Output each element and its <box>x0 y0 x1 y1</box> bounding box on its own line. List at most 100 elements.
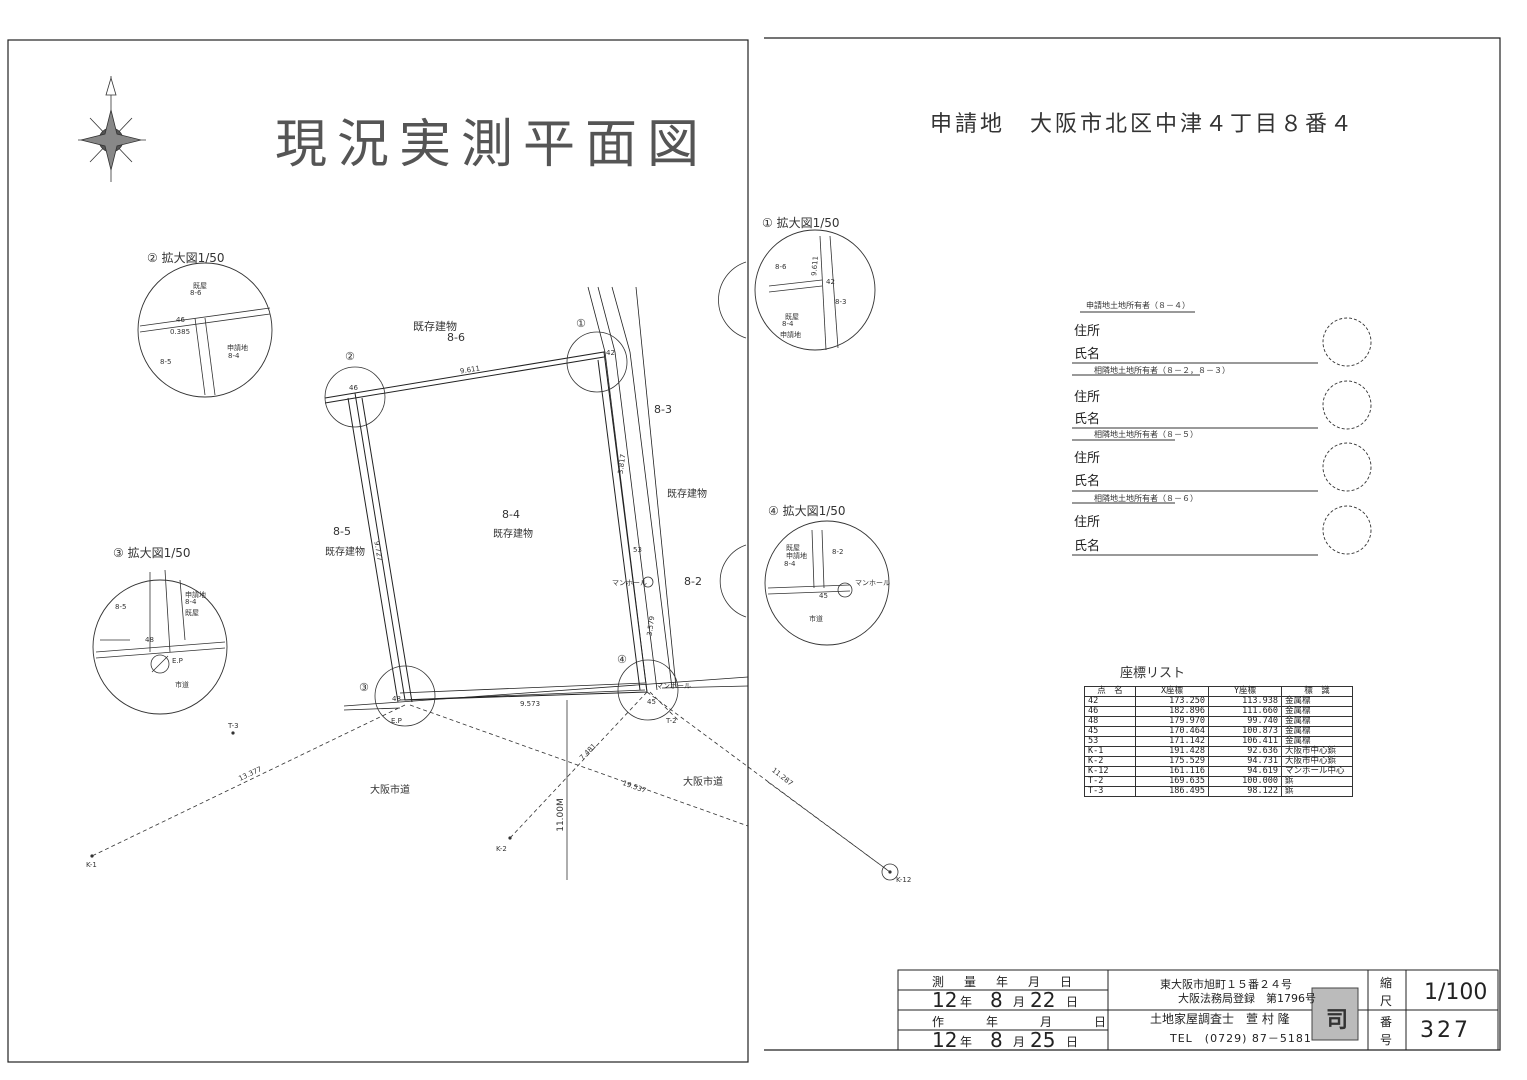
point-45: 45 <box>647 698 656 706</box>
cell-marker: 大阪市中心鋲 <box>1281 746 1353 757</box>
owner-address-label: 住所 <box>1074 515 1101 530</box>
cell-y: 100.873 <box>1208 726 1282 737</box>
zoom-3-text: 48 <box>145 636 154 644</box>
cell-marker: 金属標 <box>1281 706 1353 717</box>
coord-header: 標 識 <box>1281 686 1353 697</box>
cell-x: 175.529 <box>1135 756 1209 767</box>
label-road-right: 大阪市道 <box>683 777 723 788</box>
point-ep: E.P <box>391 717 402 725</box>
made-year: 12 <box>932 1028 958 1052</box>
adjacent-boundaries <box>343 286 749 711</box>
cell-point: 48 <box>1084 716 1136 727</box>
zoom-4-text: 申請地 <box>786 552 807 560</box>
coord-list-title: 座標リスト <box>1120 666 1186 681</box>
point-46: 46 <box>349 384 358 392</box>
owner-name-label: 氏名 <box>1074 412 1101 427</box>
point-t3: T-3 <box>228 722 239 730</box>
corner-number-4: ④ <box>617 653 627 666</box>
zoom-circles <box>92 229 890 715</box>
corner-number-1: ① <box>576 317 586 330</box>
zoom-2-text: 8-4 <box>228 352 240 360</box>
point-42: 42 <box>606 349 615 357</box>
survey-month-unit: 月 <box>1013 995 1026 1009</box>
made-year-unit: 年 <box>960 1035 973 1049</box>
label-8-3: 8-3 <box>654 403 672 416</box>
zoom-2-text: 既屋 <box>193 282 207 290</box>
owner-address-label: 住所 <box>1074 451 1101 466</box>
cell-point: K-2 <box>1084 756 1136 767</box>
point-k12: K-12 <box>896 876 912 884</box>
owner-header-applicant: 申請地土地所有者（８－４） <box>1086 301 1190 310</box>
number-label-1: 番 <box>1380 1015 1393 1029</box>
zoom-2-text: 8-6 <box>190 289 202 297</box>
zoom-1-text: 申請地 <box>780 331 801 339</box>
zoom-2-text: 申請地 <box>227 344 248 352</box>
zoom-4-text: 8-4 <box>784 560 796 568</box>
cell-marker: 金属標 <box>1281 726 1353 737</box>
number-label-2: 号 <box>1380 1033 1393 1047</box>
owner-address-label: 住所 <box>1074 324 1101 339</box>
cell-point: 53 <box>1084 736 1136 747</box>
title-block-grid <box>897 969 1499 1051</box>
cell-marker: 鋲 <box>1281 786 1353 797</box>
corner-number-3: ③ <box>359 681 369 694</box>
zoom-2-text: 46 <box>176 316 185 324</box>
point-k1: K-1 <box>86 861 97 869</box>
surveyor-address: 東大阪市旭町１５番２４号 <box>1160 978 1292 991</box>
zoom-3-label: ③ 拡大図1/50 <box>113 546 191 560</box>
owner-header-85: 相隣地土地所有者（８－５） <box>1094 430 1198 439</box>
zoom-3-text: E.P <box>172 657 183 665</box>
cell-x: 171.142 <box>1135 736 1209 747</box>
cell-x: 179.970 <box>1135 716 1209 727</box>
cell-y: 94.619 <box>1208 766 1282 777</box>
survey-date-label: 測 量 年 月 日 <box>932 975 1077 989</box>
cell-x: 186.495 <box>1135 786 1209 797</box>
cell-point: K-1 <box>1084 746 1136 757</box>
distance-vertical: 11.00M <box>555 798 566 832</box>
cell-marker: 金属標 <box>1281 696 1353 707</box>
coord-header-row: 点 名 X座標 Y座標 標 識 <box>1084 686 1353 697</box>
cell-y: 92.636 <box>1208 746 1282 757</box>
label-8-6: 8-6 <box>447 331 465 344</box>
cell-point: K-12 <box>1084 766 1136 777</box>
zoom-1-text: 既屋 <box>785 313 799 321</box>
survey-day: 22 <box>1030 988 1056 1012</box>
owner-address-label: 住所 <box>1074 390 1101 405</box>
zoom-3-text: 8-4 <box>185 598 197 606</box>
survey-month: 8 <box>990 988 1003 1012</box>
cell-x: 161.116 <box>1135 766 1209 777</box>
cell-point: 46 <box>1084 706 1136 717</box>
cell-point: 42 <box>1084 696 1136 707</box>
cell-x: 182.896 <box>1135 706 1209 717</box>
zoom-1-label: ① 拡大図1/50 <box>762 216 840 230</box>
scale-label-2: 尺 <box>1380 994 1393 1008</box>
cell-marker: 金属標 <box>1281 736 1353 747</box>
cell-y: 106.411 <box>1208 736 1282 747</box>
label-road-left: 大阪市道 <box>370 785 410 796</box>
point-t2: T-2 <box>666 717 677 725</box>
partial-arcs <box>718 261 747 618</box>
coord-header: 点 名 <box>1084 686 1136 697</box>
cell-y: 99.740 <box>1208 716 1282 727</box>
made-month-unit: 月 <box>1013 1035 1026 1049</box>
scale-value: 1/100 <box>1424 980 1488 1005</box>
zoom-details <box>95 235 853 674</box>
label-8-4: 8-4 <box>502 508 520 521</box>
distance-bottom: 9.573 <box>520 700 541 708</box>
point-53: 53 <box>633 546 642 554</box>
label-existing-86: 既存建物 <box>413 320 457 333</box>
cell-point: 45 <box>1084 726 1136 737</box>
surveyor-seal: 司 <box>1326 1008 1349 1033</box>
point-48: 48 <box>392 695 401 703</box>
right-sheet-frame <box>764 37 1501 1051</box>
owner-header-82-83: 相隣地土地所有者（８－２，８－３） <box>1094 366 1230 375</box>
coord-header: Y座標 <box>1208 686 1282 697</box>
